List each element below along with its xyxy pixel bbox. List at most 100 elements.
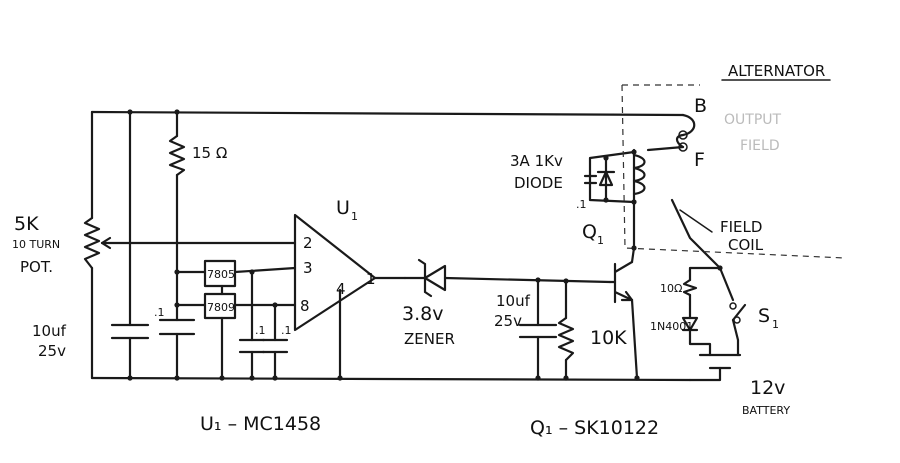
u1-part-label: U₁ – MC1458 xyxy=(200,413,321,435)
alternator-boundary xyxy=(621,84,846,259)
reg-7805-box xyxy=(203,259,237,288)
junction-dot xyxy=(174,302,180,308)
field-coil-pointer xyxy=(679,209,713,233)
small-caps-wire xyxy=(250,270,277,380)
pot-label-3: POT. xyxy=(20,258,53,276)
battery-branch-wire xyxy=(688,266,735,357)
q1-emitter-wire xyxy=(630,298,639,380)
ground-rail-wire xyxy=(90,376,692,382)
q1-transistor xyxy=(613,260,634,304)
junction-dot xyxy=(337,375,343,381)
u1-label: U xyxy=(336,197,350,219)
battery xyxy=(698,353,742,370)
junction-dot xyxy=(174,375,180,381)
battery-label-1: 12v xyxy=(750,377,785,399)
resistor-10k xyxy=(557,316,575,362)
diode-cap xyxy=(583,174,598,185)
op-amp-u1 xyxy=(293,213,377,332)
terminal-b-loop xyxy=(675,113,696,149)
switch-wire xyxy=(731,318,740,357)
alternator-label: ALTERNATOR xyxy=(728,62,825,80)
junction-dot xyxy=(631,199,637,205)
junction-dot xyxy=(631,245,637,251)
cap-point1 xyxy=(158,318,196,336)
pot-label-2: 10 TURN xyxy=(12,238,60,251)
junction-dot xyxy=(272,302,278,308)
junction-dot xyxy=(535,375,541,381)
junction-dot xyxy=(174,109,180,115)
pin-1-label: 1 xyxy=(366,270,376,288)
pin-8-label: 8 xyxy=(300,297,310,315)
reg-7805-label: 7805 xyxy=(207,268,235,281)
cap-left-label-1: 10uf xyxy=(32,322,67,340)
junction-dot xyxy=(249,375,255,381)
junction-dot xyxy=(174,269,180,275)
terminal-f xyxy=(678,142,688,152)
cap-left-label-2: 25v xyxy=(38,342,66,360)
q1-label: Q xyxy=(582,221,597,243)
diode-1n4001-label: 1N4001 xyxy=(650,320,693,333)
q1-emitter-arrow xyxy=(620,290,634,302)
terminal-f-label: F xyxy=(694,149,705,171)
diode-label-2: DIODE xyxy=(514,174,563,192)
diode-cap-label: .1 xyxy=(576,198,587,211)
field-wire xyxy=(646,145,685,152)
junction-dot xyxy=(249,269,255,275)
q1-collector-wire xyxy=(630,148,636,264)
pin-2-label: 2 xyxy=(303,234,313,252)
junction-dot xyxy=(127,375,133,381)
res-10k-label: 10K xyxy=(590,327,627,349)
battery-label-2: BATTERY xyxy=(742,404,790,417)
res-10r-label: 10Ω xyxy=(660,282,682,295)
pin-4-label: 4 xyxy=(336,280,346,298)
terminal-b xyxy=(678,130,688,140)
pot-label-1: 5K xyxy=(14,213,39,235)
output-ghost-label: OUTPUT xyxy=(724,112,782,128)
diode-label-1: 3A 1Kv xyxy=(510,152,563,170)
junction-dot xyxy=(563,375,569,381)
cap-point1-label: .1 xyxy=(154,306,165,319)
junction-dot xyxy=(535,277,541,283)
field-coil-label-1: FIELD xyxy=(720,218,762,236)
cap-small-1-label: .1 xyxy=(255,324,266,337)
cap-10uf-left xyxy=(110,323,150,340)
junction-dot xyxy=(219,375,225,381)
u1-label-sub: 1 xyxy=(351,210,358,223)
q1-label-sub: 1 xyxy=(597,234,604,247)
resistor-15-label: 15 Ω xyxy=(192,144,227,162)
junction-dot xyxy=(631,149,637,155)
resistor-15 xyxy=(168,134,186,177)
switch-label-sub: 1 xyxy=(772,318,779,331)
zener-diode xyxy=(403,258,447,298)
cap-right-label-1: 10uf xyxy=(496,292,531,310)
field-coil-label-2: COIL xyxy=(728,236,764,254)
junction-dot xyxy=(603,197,609,203)
junction-dot xyxy=(563,278,569,284)
cap-right-label-2: 25v xyxy=(494,312,522,330)
diode-box-wire xyxy=(588,150,636,204)
pot-resistor xyxy=(83,216,101,270)
switch-s1 xyxy=(731,303,747,322)
pin-3-label: 3 xyxy=(303,259,313,277)
q1-part-label: Q₁ – SK10122 xyxy=(530,417,659,439)
junction-dot xyxy=(634,375,640,381)
zener-to-base-wire xyxy=(443,276,612,284)
reg-7809-label: 7809 xyxy=(207,301,235,314)
field-coil-lead xyxy=(670,198,722,270)
switch-label: S xyxy=(758,305,770,327)
zener-label-2: ZENER xyxy=(404,330,455,348)
zener-label-1: 3.8v xyxy=(402,303,443,325)
battery-bottom-wire xyxy=(688,366,722,382)
pot-wiper-arrow xyxy=(100,236,112,250)
cap-small-2-label: .1 xyxy=(281,324,292,337)
flyback-diode xyxy=(596,170,616,187)
junction-dot xyxy=(717,265,723,271)
terminal-b-label: B xyxy=(694,95,707,117)
switch-contact-top xyxy=(729,302,737,310)
junction-dot xyxy=(272,375,278,381)
cap-small-1 xyxy=(238,338,266,354)
resistor-10r xyxy=(682,278,698,297)
reg-7809-box xyxy=(203,292,237,320)
diode-1n4001 xyxy=(681,316,699,332)
